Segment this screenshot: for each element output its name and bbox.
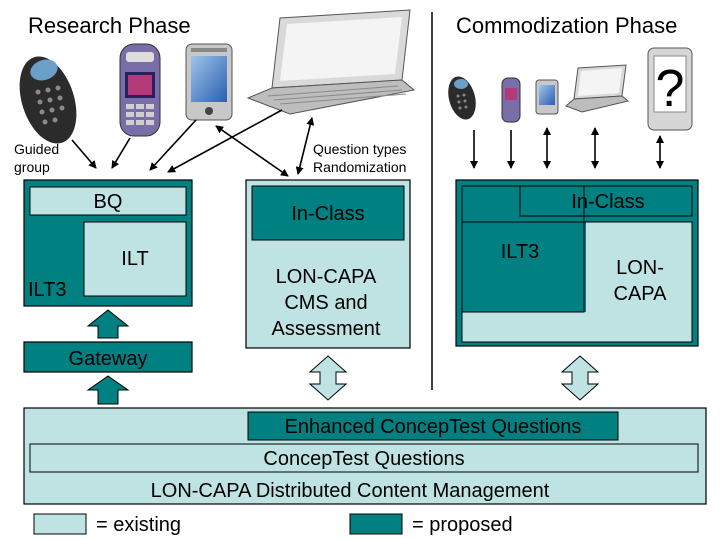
legend-proposed-swatch xyxy=(349,513,403,535)
commod-clicker-remote-icon xyxy=(448,76,476,120)
commod-block: In-Class ILT3 LON- CAPA xyxy=(455,179,699,347)
double-arrow-commod-to-cms xyxy=(560,355,600,401)
commod-capa-label: CAPA xyxy=(614,283,668,305)
arrow-phone-to-ilt3 xyxy=(111,137,131,169)
arrow-pda-lcms xyxy=(215,125,289,177)
distributed-label: LON-CAPA Distributed Content Management xyxy=(151,480,550,502)
commodization-phase-heading: Commodization Phase xyxy=(456,13,677,38)
assessment-label: Assessment xyxy=(272,318,381,340)
ilt-label: ILT xyxy=(121,248,148,270)
lon-capa-label: LON-CAPA xyxy=(276,266,377,288)
research-phase-heading: Research Phase xyxy=(28,13,191,38)
cms-and-label: CMS and xyxy=(284,292,367,314)
up-arrow-gateway-to-ilt3 xyxy=(86,309,130,339)
arrow-pda-to-ilt3 xyxy=(149,119,197,171)
question-types-label: Question types xyxy=(313,141,406,157)
bq-label: BQ xyxy=(94,191,123,213)
conceptest-label: ConcepTest Questions xyxy=(263,448,464,470)
commod-ilt3-label: ILT3 xyxy=(501,241,540,263)
legend-existing-label: = existing xyxy=(96,514,181,536)
pda-icon xyxy=(185,43,233,121)
enhanced-conceptest-label: Enhanced ConcepTest Questions xyxy=(285,416,582,438)
ilt3-block: BQ ILT ILT3 xyxy=(23,179,193,307)
commod-pda-icon xyxy=(535,79,559,115)
legend: = existing = proposed xyxy=(33,513,513,536)
conceptest-box xyxy=(29,443,699,473)
commod-arrows xyxy=(470,127,664,169)
research-arrows xyxy=(71,109,315,177)
in-class-box xyxy=(251,185,405,241)
question-mark-icon: ? xyxy=(656,60,685,118)
arrow-laptop-lcms xyxy=(295,117,315,175)
phone-icon xyxy=(119,43,161,137)
commod-in-class-label: In-Class xyxy=(571,191,644,213)
lon-capa-cms-block: In-Class LON-CAPA CMS and Assessment xyxy=(245,179,411,349)
guided-group-label-line1: Guided xyxy=(14,141,59,157)
gateway-label: Gateway xyxy=(69,348,148,370)
distributed-content-block: Enhanced ConcepTest Questions ConcepTest… xyxy=(23,407,707,505)
legend-existing-swatch xyxy=(33,513,87,535)
commod-laptop-icon xyxy=(565,64,630,113)
ilt-box xyxy=(83,221,187,297)
ilt3-label: ILT3 xyxy=(28,279,67,301)
guided-group-label-line2: group xyxy=(14,159,50,175)
legend-proposed-label: = proposed xyxy=(412,514,513,536)
arrow-clicker-to-ilt3 xyxy=(71,139,97,169)
commod-in-class-box xyxy=(519,185,693,217)
commod-lon-label: LON- xyxy=(616,257,664,279)
enhanced-conceptest-box xyxy=(247,411,619,441)
clicker-remote-icon xyxy=(19,56,77,144)
up-arrow-cms-to-gateway xyxy=(86,375,130,405)
gateway-box xyxy=(23,341,193,373)
unknown-device-icon: ? xyxy=(647,47,693,131)
commod-lon-capa-box xyxy=(586,222,692,342)
bq-box xyxy=(29,186,187,216)
double-arrow-lcms-to-cms xyxy=(308,355,348,401)
commod-phone-icon xyxy=(501,77,521,123)
randomization-label: Randomization xyxy=(313,159,406,175)
laptop-icon xyxy=(246,9,416,115)
in-class-label: In-Class xyxy=(291,203,364,225)
